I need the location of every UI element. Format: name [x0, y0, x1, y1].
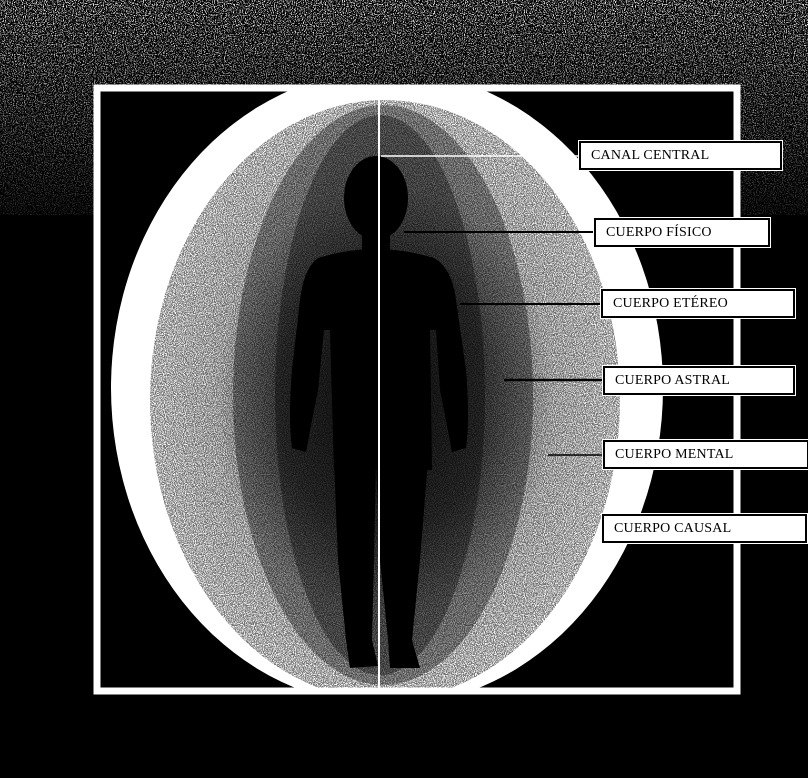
label-cuerpo-fisico: CUERPO FÍSICO	[594, 218, 770, 247]
label-cuerpo-causal: CUERPO CAUSAL	[602, 514, 807, 543]
label-cuerpo-astral: CUERPO ASTRAL	[603, 366, 795, 395]
label-cuerpo-etereo: CUERPO ETÉREO	[601, 289, 795, 318]
label-cuerpo-mental: CUERPO MENTAL	[603, 440, 808, 469]
label-canal-central: CANAL CENTRAL	[579, 141, 782, 170]
